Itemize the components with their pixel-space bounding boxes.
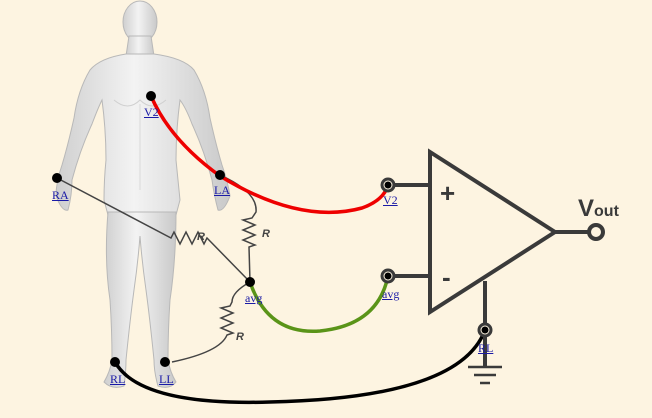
electrode-label-ll[interactable]: LL	[159, 372, 174, 386]
rl-lead-wire	[113, 329, 487, 405]
human-body-figure	[55, 0, 231, 388]
electrode-label-la[interactable]: LA	[214, 183, 230, 197]
v2-lead-wire	[149, 95, 390, 215]
ra-resistor-wire	[56, 177, 251, 283]
input-dot-avg	[384, 272, 392, 280]
ll-resistor-wire	[171, 281, 251, 363]
vout-label: Vout	[578, 195, 620, 222]
electrode-label-avg[interactable]: avg	[245, 291, 263, 305]
electrode-label-rl[interactable]: RL	[110, 372, 126, 386]
amplifier-input-label-v2[interactable]: V2	[383, 193, 398, 207]
output-terminal	[587, 223, 605, 241]
input-dot-v2	[384, 181, 392, 189]
electrode-dots	[52, 91, 489, 367]
electrode-rl	[110, 357, 120, 367]
electrode-v2	[146, 91, 156, 101]
ground-label-rl[interactable]: RL	[478, 341, 494, 355]
resistor-label-ll: R	[236, 331, 244, 343]
opamp-minus-sign: -	[442, 262, 451, 292]
opamp-plus-sign: +	[440, 178, 455, 208]
electrode-ll	[160, 357, 170, 367]
input-dot-rl	[481, 326, 489, 334]
electrode-la	[215, 170, 225, 180]
ground-icon	[468, 365, 502, 385]
electrode-label-v2[interactable]: V2	[144, 105, 159, 119]
amplifier-input-label-avg[interactable]: avg	[382, 287, 400, 301]
electrode-ra	[52, 173, 62, 183]
resistor-label-la: R	[262, 228, 270, 240]
electrode-avg	[245, 277, 255, 287]
avg-lead-wire	[248, 275, 390, 334]
resistor-label-ra: R	[197, 231, 205, 243]
opamp-triangle-icon	[391, 148, 588, 366]
electrode-label-ra[interactable]: RA	[52, 188, 69, 202]
